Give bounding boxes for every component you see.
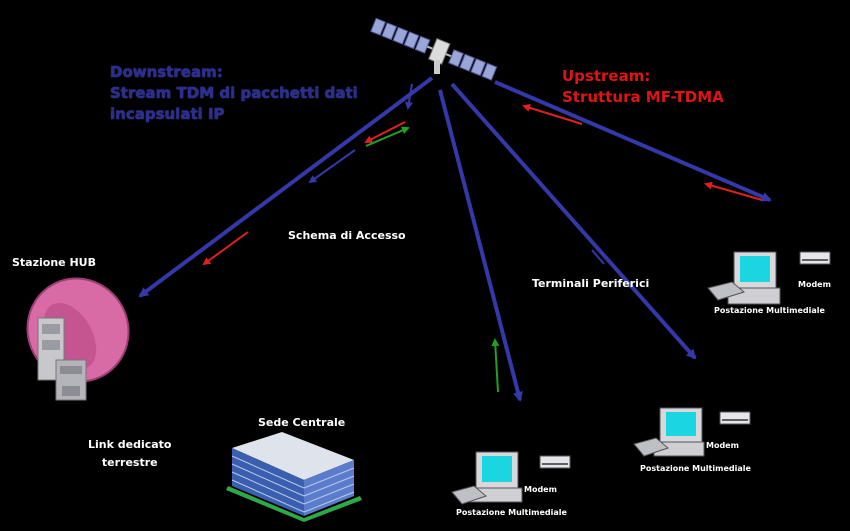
building-icon [226,432,362,522]
headquarters-label: Sede Centrale [258,416,346,429]
upstream-arrow-green [491,338,500,393]
upstream-desc: Struttura MF-TDMA [562,88,724,106]
workstation-label: Postazione Multimediale [640,464,751,473]
terrestrial-link-line1: Link dedicato [88,438,172,451]
hub-station-label: Stazione HUB [12,256,96,269]
downstream-arrow [308,149,356,184]
link-terminal-middle [450,82,697,360]
link-marker [591,249,605,265]
downstream-title: Downstream: [110,63,223,81]
upstream-arrow-red [364,121,406,143]
link-terminal-bottom [438,89,523,402]
link-hub [138,76,434,298]
modem-label: Modem [524,485,557,494]
terrestrial-link-label: Link dedicato terrestre [88,436,172,472]
downstream-arrow [405,83,413,110]
upstream-arrow-green [365,126,410,147]
computer-terminal-icon [633,407,751,457]
downstream-desc-1: Stream TDM di pacchetti dati [110,84,358,102]
workstation-label: Postazione Multimediale [714,306,825,315]
computer-terminal-icon [451,451,571,505]
upstream-arrow-red [704,181,763,201]
satellite-links [138,76,772,402]
downstream-label: Downstream: Stream TDM di pacchetti dati… [110,62,358,125]
modem-label: Modem [706,441,739,450]
upstream-arrow-red [522,103,583,125]
upstream-arrow-red [202,231,249,266]
terrestrial-link-line2: terrestre [101,456,158,469]
upstream-label: Upstream: Struttura MF-TDMA [562,66,724,108]
link-terminal-right [494,80,772,202]
flow-arrows [202,83,763,393]
computer-terminal-icon [707,251,831,305]
workstation-label: Postazione Multimediale [456,508,567,517]
access-scheme-label: Schema di Accesso [288,229,406,242]
upstream-title: Upstream: [562,67,651,85]
downstream-desc-2: incapsulati IP [110,105,225,123]
satellite-icon [370,17,498,81]
satellite-dish-icon [26,277,130,401]
modem-label: Modem [798,280,831,289]
peripheral-terminals-label: Terminali Periferici [532,277,650,290]
